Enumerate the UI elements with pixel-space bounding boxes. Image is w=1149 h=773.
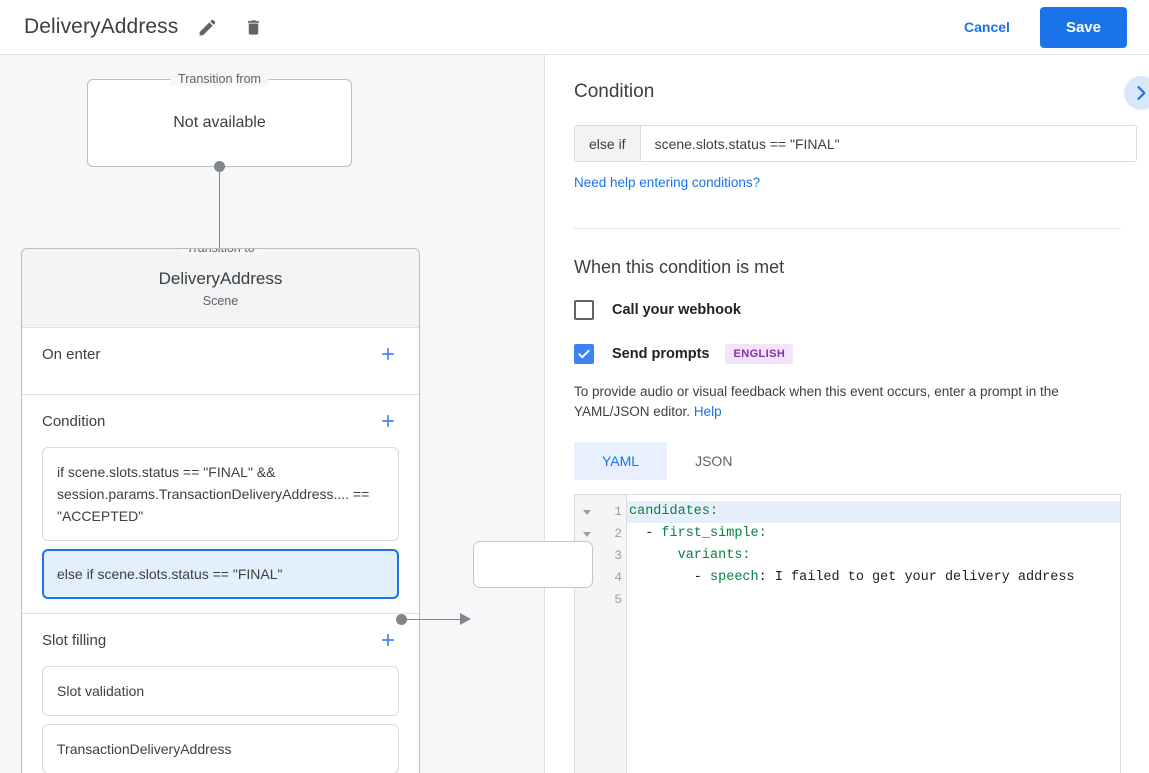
transition-from-box: Transition from Not available xyxy=(87,72,352,167)
flow-section-header: Slot filling xyxy=(42,614,399,666)
yaml-key: candidates: xyxy=(629,504,719,519)
scene-name: DeliveryAddress xyxy=(158,268,283,288)
connector-line xyxy=(219,167,220,255)
line-number: 4 xyxy=(614,570,622,585)
connector-dot xyxy=(214,161,225,172)
condition-details-panel: Condition else if Need help entering con… xyxy=(546,55,1149,773)
chevron-right-icon[interactable] xyxy=(1124,76,1149,110)
editor-format-tabs: YAML JSON xyxy=(574,442,1121,480)
yaml-text: - xyxy=(629,570,711,585)
condition-help-link[interactable]: Need help entering conditions? xyxy=(574,175,761,190)
checkmark-icon xyxy=(578,349,590,359)
flow-diagram-panel: Transition from Not available Transition… xyxy=(0,55,545,773)
yaml-text: : I failed to get your delivery address xyxy=(758,570,1075,585)
yaml-key: first_simple: xyxy=(661,526,767,541)
flow-section-title: Slot filling xyxy=(42,631,107,649)
list-item[interactable]: Slot validation xyxy=(42,666,399,716)
code-line[interactable] xyxy=(627,589,1120,611)
send-prompts-row[interactable]: Send prompts ENGLISH xyxy=(574,344,1121,364)
line-number-gutter: 1 2 3 4 5 xyxy=(599,495,627,773)
code-line[interactable]: - speech: I failed to get your delivery … xyxy=(627,567,1120,589)
fold-cell[interactable] xyxy=(575,523,599,545)
webhook-row[interactable]: Call your webhook xyxy=(574,300,1121,320)
list-item[interactable]: TransactionDeliveryAddress xyxy=(42,724,399,773)
top-app-bar: DeliveryAddress Cancel Save xyxy=(0,0,1149,55)
transition-to-box: Transition to DeliveryAddress Scene On e… xyxy=(21,248,420,773)
pencil-icon[interactable] xyxy=(190,10,224,44)
transition-from-value: Not available xyxy=(173,114,266,131)
next-node-box[interactable] xyxy=(473,541,593,588)
when-met-heading: When this condition is met xyxy=(574,257,785,277)
yaml-key: variants: xyxy=(677,548,751,563)
line-number: 5 xyxy=(614,592,622,607)
code-area[interactable]: candidates: - first_simple: variants: - … xyxy=(627,495,1120,773)
tab-yaml[interactable]: YAML xyxy=(574,442,668,480)
tab-json[interactable]: JSON xyxy=(695,453,733,469)
send-prompts-checkbox[interactable] xyxy=(574,344,594,364)
line-number: 2 xyxy=(614,526,622,541)
flow-section-title: On enter xyxy=(42,345,101,363)
transition-from-legend: Transition from xyxy=(170,72,269,86)
condition-section: Condition else if Need help entering con… xyxy=(546,55,1149,229)
yaml-text xyxy=(629,548,678,563)
flow-section-header: Condition xyxy=(42,395,399,447)
flow-section-header: On enter xyxy=(42,328,399,380)
condition-input[interactable] xyxy=(640,126,1136,161)
flow-section-title: Condition xyxy=(42,412,106,430)
condition-item-selected[interactable]: else if scene.slots.status == "FINAL" xyxy=(42,549,399,599)
trash-icon[interactable] xyxy=(236,10,270,44)
code-line[interactable]: candidates: xyxy=(627,501,1120,523)
when-condition-met-section: When this condition is met Call your web… xyxy=(546,229,1149,480)
cancel-button[interactable]: Cancel xyxy=(952,11,1022,43)
plus-icon[interactable] xyxy=(377,629,399,651)
condition-prefix: else if xyxy=(575,126,641,161)
yaml-text: - xyxy=(629,526,662,541)
scene-header: DeliveryAddress Scene xyxy=(22,249,419,328)
prompts-description-text: To provide audio or visual feedback when… xyxy=(574,384,1059,419)
yaml-editor[interactable]: 1 2 3 4 5 candidates: - first_simple: varian… xyxy=(574,494,1121,773)
line-number: 3 xyxy=(614,548,622,563)
yaml-key: speech xyxy=(710,570,759,585)
transition-to-legend: Transition to xyxy=(178,249,263,255)
selected-condition-arrow-icon xyxy=(460,613,471,625)
page-title: DeliveryAddress xyxy=(24,15,179,38)
selected-condition-line xyxy=(405,619,462,620)
webhook-label: Call your webhook xyxy=(612,302,741,318)
section-divider xyxy=(574,228,1121,229)
flow-section: On enter xyxy=(22,328,419,395)
condition-heading: Condition xyxy=(574,81,655,102)
line-number: 1 xyxy=(614,504,622,519)
prompts-help-link[interactable]: Help xyxy=(693,404,722,419)
fold-gutter[interactable] xyxy=(575,495,599,773)
send-prompts-label: Send prompts xyxy=(612,346,710,362)
code-line[interactable]: variants: xyxy=(627,545,1120,567)
list-item[interactable]: if scene.slots.status == "FINAL" && sess… xyxy=(42,447,399,541)
selected-condition-dot xyxy=(396,614,407,625)
prompts-description: To provide audio or visual feedback when… xyxy=(574,382,1121,422)
chevron-down-icon[interactable] xyxy=(583,509,591,515)
language-badge: ENGLISH xyxy=(725,344,794,364)
condition-input-row: else if xyxy=(574,125,1137,162)
save-button[interactable]: Save xyxy=(1039,6,1127,48)
plus-icon[interactable] xyxy=(377,343,399,365)
code-line[interactable]: - first_simple: xyxy=(627,523,1120,545)
flow-section: Condition if scene.slots.status == "FINAL… xyxy=(22,395,419,614)
fold-cell xyxy=(575,589,599,611)
fold-cell[interactable] xyxy=(575,501,599,523)
webhook-checkbox[interactable] xyxy=(574,300,594,320)
scene-type: Scene xyxy=(202,293,239,308)
plus-icon[interactable] xyxy=(377,410,399,432)
chevron-down-icon[interactable] xyxy=(583,531,591,537)
